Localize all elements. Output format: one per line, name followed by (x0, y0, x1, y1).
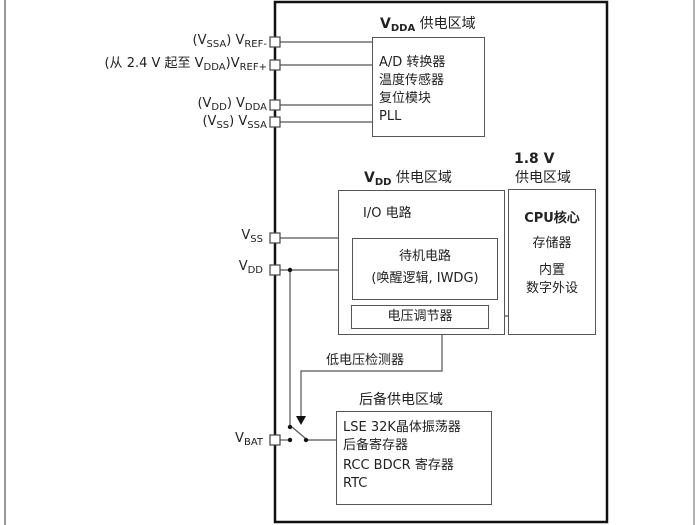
vdd-domain-title: VDD 供电区域 (364, 170, 452, 188)
pin-pad (269, 36, 281, 48)
junction-dot (287, 267, 293, 273)
pin-label-vbat: VBAT (235, 431, 263, 448)
pin-label-vref-minus: (VSSA) VREF- (192, 33, 267, 50)
vdda-item: PLL (379, 109, 402, 124)
pin-pad (269, 434, 281, 446)
pin-pad (269, 99, 281, 111)
vdda-domain-title: VDDA 供电区域 (380, 16, 476, 34)
pin-label-vss: VSS (241, 228, 263, 245)
voltage-regulator-label: 电压调节器 (387, 309, 453, 324)
switch-contact (287, 437, 293, 443)
pin-pad (269, 232, 281, 244)
switch-contact (287, 424, 293, 430)
backup-item: LSE 32K晶体振荡器 (343, 420, 461, 435)
pin-pad (269, 116, 281, 128)
core-item: 内置 (538, 263, 565, 278)
pin-pad (269, 59, 281, 71)
pin-label-vref-plus: (从 2.4 V 起至 VDDA)VREF+ (104, 56, 267, 73)
vdda-item: 复位模块 (379, 91, 432, 106)
chip-outline (273, 0, 609, 524)
backup-item: RTC (343, 476, 368, 491)
vdda-item: A/D 转换器 (379, 55, 446, 70)
io-circuit-label: I/O 电路 (363, 206, 412, 221)
pin-label-vdd: VDD (238, 259, 263, 276)
switch-blade (291, 426, 306, 439)
voltage-regulator-box: 电压调节器 (351, 305, 489, 329)
standby-detail: (唤醒逻辑, IWDG) (371, 271, 479, 286)
backup-domain-title: 后备供电区域 (359, 392, 443, 408)
pin-label-vdda: (VDD) VDDA (197, 96, 267, 113)
pin-label-vssa: (VSS) VSSA (202, 114, 267, 131)
arrow-down-icon (296, 416, 306, 425)
standby-circuit-box: 待机电路 (唤醒逻辑, IWDG) (352, 238, 498, 300)
low-voltage-detector-label: 低电压检测器 (326, 353, 405, 368)
vdda-item: 温度传感器 (379, 73, 445, 88)
core-item: 数字外设 (525, 281, 578, 296)
backup-item: 后备寄存器 (343, 438, 409, 453)
core-domain-title: 供电区域 (515, 170, 571, 186)
backup-domain-box: LSE 32K晶体振荡器 后备寄存器 RCC BDCR 寄存器 RTC (336, 411, 492, 505)
core-item: 存储器 (532, 236, 572, 251)
switch-pivot (303, 437, 309, 443)
core-domain-voltage: 1.8 V (514, 151, 555, 167)
standby-title: 待机电路 (398, 249, 451, 264)
pin-pad (269, 264, 281, 276)
backup-item: RCC BDCR 寄存器 (343, 458, 454, 473)
core-item: CPU核心 (524, 211, 580, 226)
wire-low-voltage-detector (300, 328, 443, 416)
core-domain-box: CPU核心 存储器 内置 数字外设 (508, 189, 596, 335)
vdda-domain-box: A/D 转换器 温度传感器 复位模块 PLL (372, 37, 485, 137)
